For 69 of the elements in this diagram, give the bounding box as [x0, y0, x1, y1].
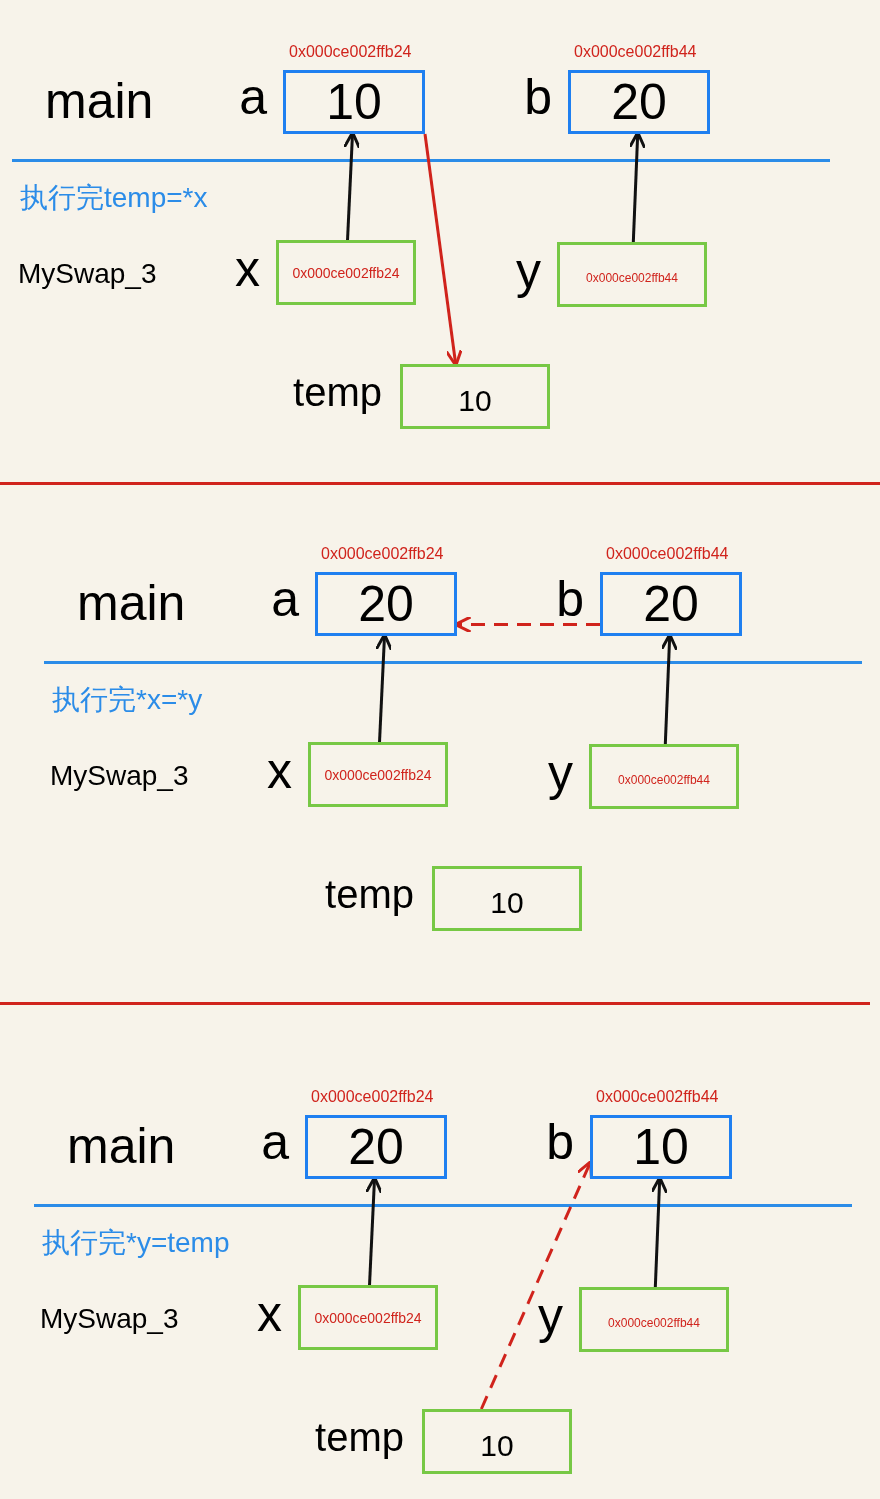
function-label: MySwap_3: [40, 1305, 179, 1333]
step-note: 执行完*y=temp: [42, 1229, 230, 1257]
cell-value: 10: [480, 1427, 514, 1461]
variable-name: b: [546, 1117, 574, 1167]
cell-value: 20: [358, 579, 414, 629]
memory-cell: [590, 1115, 732, 1179]
function-label: main: [77, 578, 186, 628]
variable-name: temp: [315, 1417, 404, 1457]
step-note: 执行完*x=*y: [52, 686, 203, 714]
cell-value: 0x000ce002ffb24: [324, 767, 432, 782]
cell-value: 10: [458, 382, 492, 416]
variable-name: temp: [325, 874, 414, 914]
function-label: main: [45, 76, 154, 126]
step-note: 执行完temp=*x: [20, 184, 208, 212]
variable-name: a: [261, 1117, 289, 1167]
arrow: [480, 1160, 593, 1410]
cell-value: 0x000ce002ffb24: [314, 1310, 422, 1325]
memory-cell: [579, 1287, 729, 1352]
memory-cell: [557, 242, 707, 307]
cell-value: 0x000ce002ffb44: [608, 1314, 700, 1329]
function-label: MySwap_3: [18, 260, 157, 288]
memory-cell: [298, 1285, 438, 1350]
function-label: MySwap_3: [50, 762, 189, 790]
variable-name: x: [257, 1289, 282, 1339]
arrow: [628, 131, 647, 243]
memory-cell: [400, 364, 550, 429]
function-label: main: [67, 1121, 176, 1171]
variable-name: a: [271, 574, 299, 624]
variable-name: a: [239, 72, 267, 122]
cell-value: 20: [348, 1122, 404, 1172]
cell-value: 10: [490, 884, 524, 918]
variable-name: b: [524, 72, 552, 122]
memory-cell: [600, 572, 742, 636]
memory-cell: [283, 70, 425, 134]
arrow: [342, 131, 361, 241]
memory-cell: [589, 744, 739, 809]
variable-name: y: [538, 1291, 563, 1341]
address-label: 0x000ce002ffb24: [321, 546, 444, 562]
address-label: 0x000ce002ffb44: [596, 1089, 719, 1105]
cell-value: 0x000ce002ffb44: [618, 771, 710, 786]
memory-cell: [432, 866, 582, 931]
arrow: [364, 1176, 383, 1286]
arrow: [660, 633, 679, 745]
variable-name: x: [267, 746, 292, 796]
cell-value: 0x000ce002ffb44: [586, 269, 678, 284]
address-label: 0x000ce002ffb44: [606, 546, 729, 562]
arrow: [454, 615, 600, 634]
address-label: 0x000ce002ffb24: [289, 44, 412, 60]
variable-name: y: [548, 748, 573, 798]
arrow: [374, 633, 393, 743]
cell-value: 20: [643, 579, 699, 629]
memory-cell: [276, 240, 416, 305]
memory-cell: [568, 70, 710, 134]
address-label: 0x000ce002ffb24: [311, 1089, 434, 1105]
cell-value: 10: [326, 77, 382, 127]
address-label: 0x000ce002ffb44: [574, 44, 697, 60]
variable-name: b: [556, 574, 584, 624]
arrow: [650, 1176, 669, 1288]
memory-cell: [308, 742, 448, 807]
variable-name: x: [235, 244, 260, 294]
memory-cell: [305, 1115, 447, 1179]
memory-cell: [422, 1409, 572, 1474]
arrow: [423, 133, 463, 367]
variable-name: temp: [293, 372, 382, 412]
cell-value: 20: [611, 77, 667, 127]
variable-name: y: [516, 246, 541, 296]
memory-cell: [315, 572, 457, 636]
cell-value: 10: [633, 1122, 689, 1172]
cell-value: 0x000ce002ffb24: [292, 265, 400, 280]
